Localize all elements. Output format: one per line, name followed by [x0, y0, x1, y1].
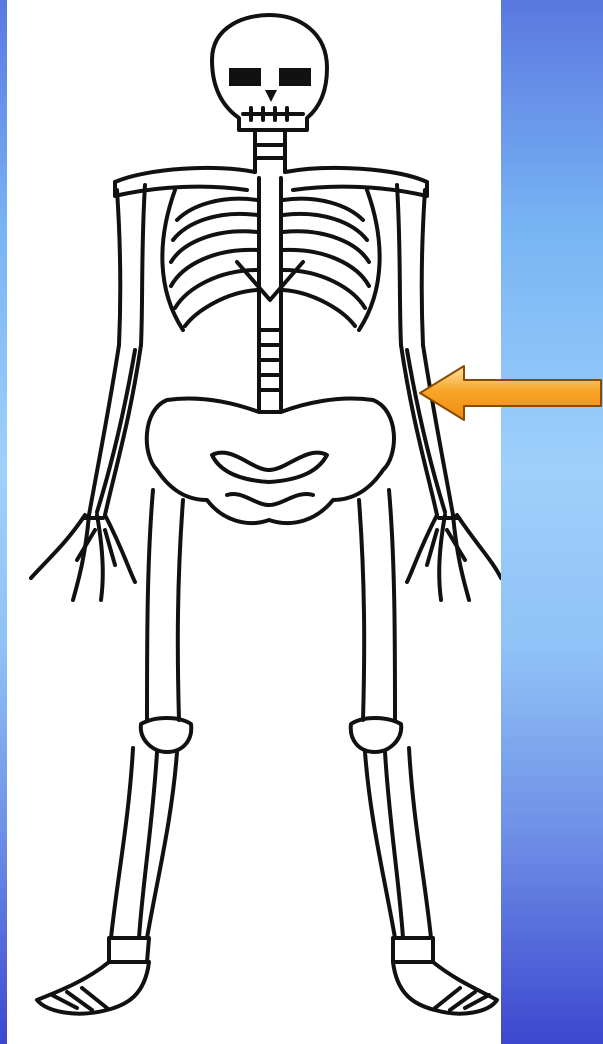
- rib-cage: [162, 190, 379, 330]
- arm-left: [31, 185, 145, 600]
- arrow-left-icon: [418, 364, 603, 422]
- skeleton-icon: [7, 0, 501, 1044]
- leg-left: [37, 490, 191, 1014]
- figure-panel: [7, 0, 501, 1044]
- neck: [255, 132, 285, 172]
- leg-right: [351, 490, 497, 1014]
- shoulder-girdle: [115, 168, 427, 196]
- skull: [212, 15, 327, 130]
